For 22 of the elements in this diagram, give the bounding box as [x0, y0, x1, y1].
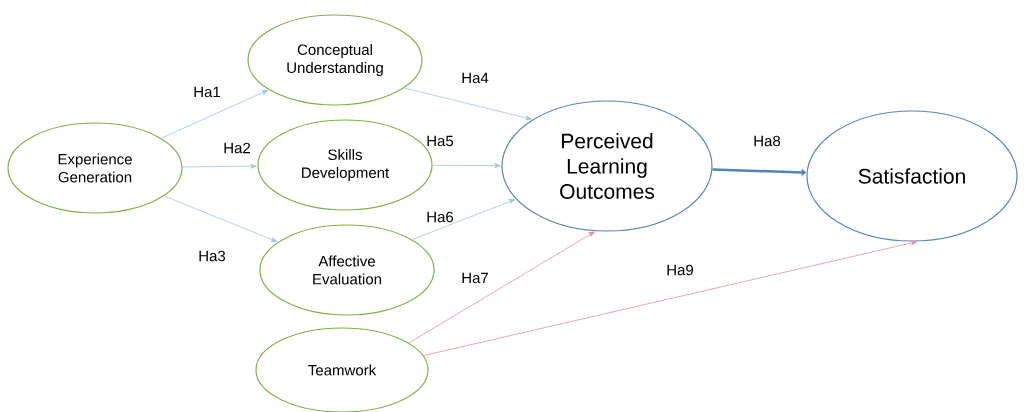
edge-label: Ha6: [425, 210, 455, 224]
arrow: [423, 240, 917, 356]
ellipse-node: Conceptual Understanding: [247, 14, 423, 106]
edge-label: Ha3: [197, 249, 227, 263]
arrow: [408, 231, 595, 344]
edge-label: Ha5: [425, 134, 455, 148]
ellipse-node: Satisfaction: [806, 110, 1018, 242]
edge-label: Ha8: [752, 134, 782, 148]
ellipse-node: Experience Generation: [7, 122, 183, 214]
ellipse-node: Affective Evaluation: [259, 224, 435, 316]
arrow: [160, 89, 269, 139]
arrow: [432, 163, 501, 169]
edge-label: Ha1: [192, 85, 222, 99]
arrow: [403, 87, 532, 121]
edge-label: Ha9: [665, 263, 695, 277]
ellipse-node: Perceived Learning Outcomes: [501, 100, 713, 232]
edge-label: Ha7: [460, 271, 490, 285]
arrow: [182, 163, 257, 169]
edge-label: Ha4: [460, 71, 490, 85]
arrow: [163, 195, 278, 242]
edge-label: Ha2: [222, 141, 252, 155]
arrow: [411, 199, 516, 240]
